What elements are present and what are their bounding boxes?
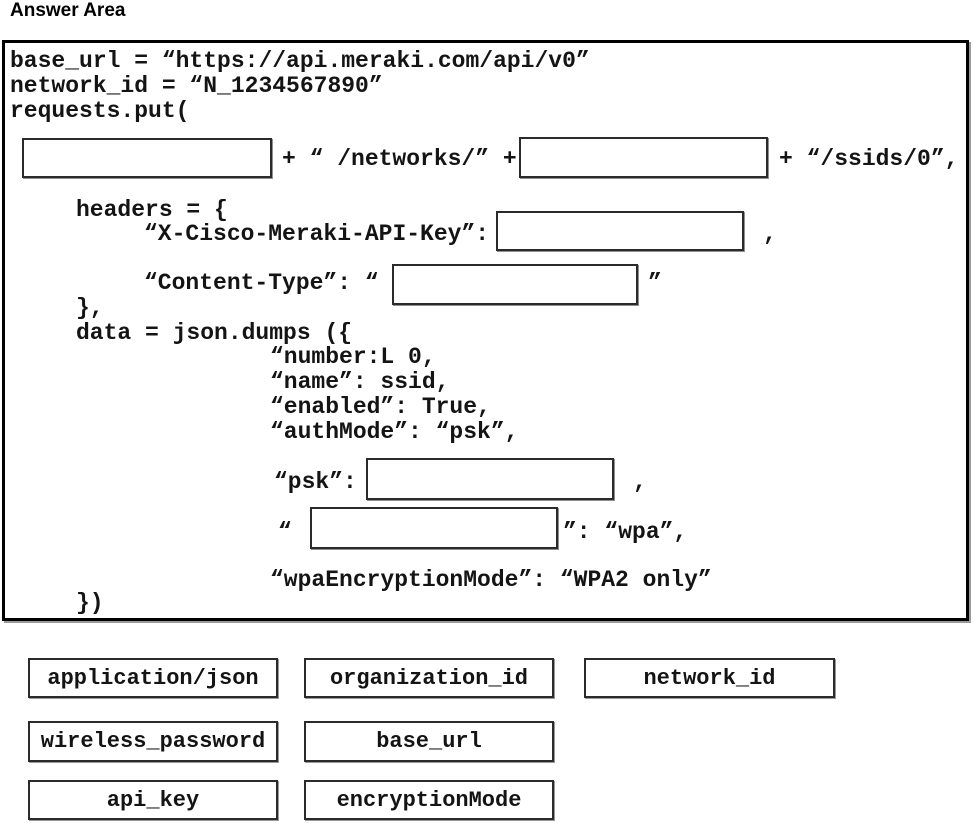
code-data-open: data = json.dumps ({	[76, 320, 353, 346]
code-line-base-url: base_url = “https://api.meraki.com/api/v…	[10, 48, 590, 74]
code-dict-wpa-encryption: “wpaEncryptionMode”: “WPA2 only”	[270, 567, 712, 593]
page-title: Answer Area	[10, 0, 126, 21]
code-url-concat-end: + “/ssids/0”,	[779, 146, 959, 172]
code-line-requests-put: requests.put(	[10, 98, 190, 124]
drop-target-api-key-value[interactable]	[496, 211, 744, 251]
option-base-url[interactable]: base_url	[304, 721, 554, 762]
code-api-key-comma: ,	[763, 221, 777, 247]
code-panel: base_url = “https://api.meraki.com/api/v…	[2, 40, 969, 621]
code-line-network-id: network_id = “N_1234567890”	[10, 73, 383, 99]
option-network-id[interactable]: network_id	[584, 658, 835, 698]
code-dict-number: “number:L 0,	[270, 344, 436, 370]
drop-target-content-type-value[interactable]	[392, 264, 638, 305]
drop-target-url-part-1[interactable]	[22, 138, 272, 178]
code-dict-enabled: “enabled”: True,	[270, 394, 491, 420]
code-dumps-close: })	[76, 590, 104, 616]
code-headers-open: headers = {	[76, 197, 228, 223]
drop-target-url-part-2[interactable]	[519, 137, 768, 178]
option-encryptionmode[interactable]: encryptionMode	[304, 780, 554, 820]
code-content-type-close-quote: ”	[648, 270, 662, 296]
drop-target-psk-value[interactable]	[366, 458, 614, 500]
option-wireless-password[interactable]: wireless_password	[28, 721, 278, 762]
option-organization-id[interactable]: organization_id	[304, 658, 554, 698]
code-dict-name: “name”: ssid,	[270, 369, 450, 395]
code-headers-close: },	[76, 295, 104, 321]
option-api-key[interactable]: api_key	[28, 780, 278, 820]
code-psk-label: “psk”:	[274, 469, 357, 495]
code-dict-authmode: “authMode”: “psk”,	[270, 419, 519, 445]
option-application-json[interactable]: application/json	[28, 658, 278, 698]
code-enc-key-open-quote: “	[278, 519, 292, 545]
code-psk-comma: ,	[633, 469, 647, 495]
code-enc-key-trailing: ”: “wpa”,	[563, 519, 688, 545]
code-content-type-label: “Content-Type”: “	[144, 270, 379, 296]
drop-target-encryption-mode-key[interactable]	[310, 507, 558, 549]
code-url-concat-mid: + “ /networks/” +	[282, 146, 517, 172]
code-api-key-label: “X-Cisco-Meraki-API-Key”:	[144, 221, 490, 247]
